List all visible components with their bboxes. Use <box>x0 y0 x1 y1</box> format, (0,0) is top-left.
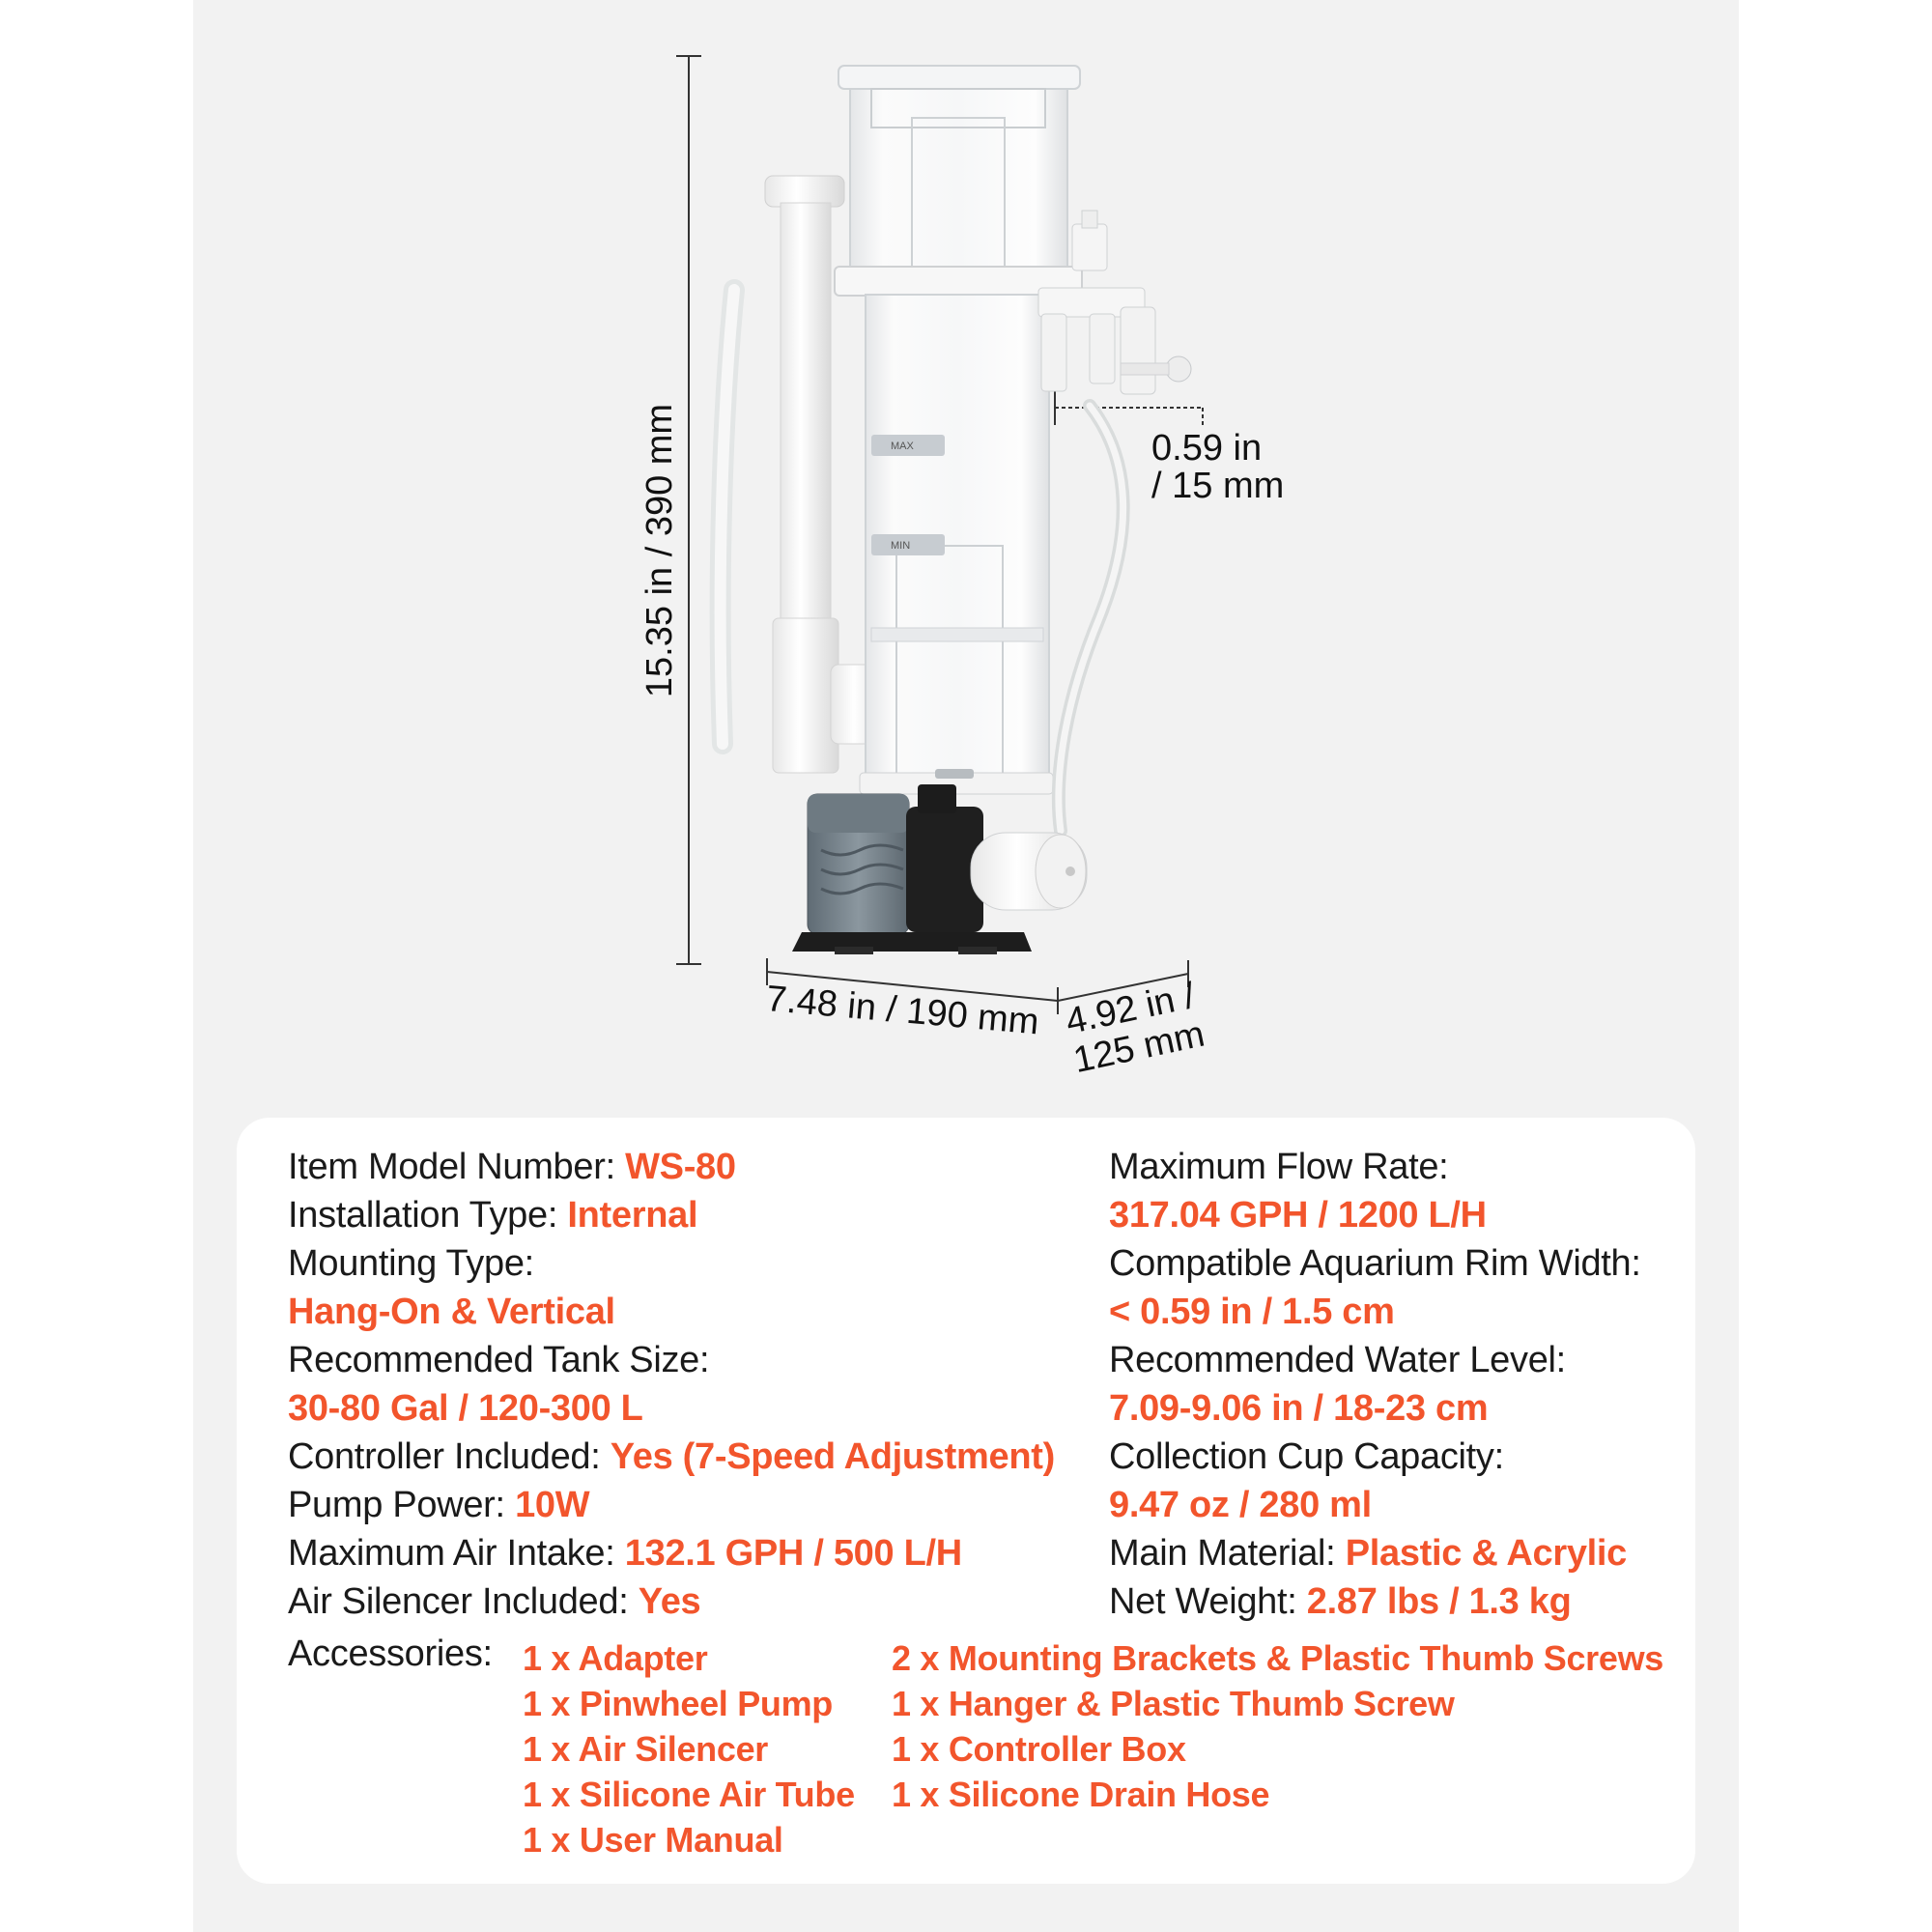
spec-value: WS-80 <box>625 1147 736 1187</box>
height-dimension-label: 15.35 in / 390 mm <box>639 403 680 698</box>
spec-flow-rate-value: 317.04 GPH / 1200 L/H <box>1109 1195 1487 1236</box>
spec-value: 10W <box>515 1485 590 1525</box>
spec-max-air-intake: Maximum Air Intake: 132.1 GPH / 500 L/H <box>288 1535 962 1572</box>
accessory-item: 1 x Air Silencer <box>523 1729 769 1769</box>
accessory-item: 1 x Pinwheel Pump <box>523 1684 833 1723</box>
spec-label: Net Weight: <box>1109 1581 1297 1622</box>
spec-controller-included: Controller Included: Yes (7-Speed Adjust… <box>288 1438 1055 1475</box>
spec-installation-type: Installation Type: Internal <box>288 1195 698 1236</box>
accessory-item: 1 x Controller Box <box>892 1729 1186 1769</box>
min-level-mark: MIN <box>871 534 945 555</box>
spec-label: Pump Power: <box>288 1485 505 1525</box>
spec-value: 132.1 GPH / 500 L/H <box>624 1533 962 1574</box>
accessory-item: 1 x Adapter <box>523 1638 708 1678</box>
spec-tank-size-label: Recommended Tank Size: <box>288 1340 710 1380</box>
accessory-item: 2 x Mounting Brackets & Plastic Thumb Sc… <box>892 1638 1664 1678</box>
width-dimension-line <box>766 958 1189 1014</box>
spec-value: Plastic & Acrylic <box>1345 1533 1628 1574</box>
spec-model-number: Item Model Number: WS-80 <box>288 1149 736 1185</box>
collection-cup <box>838 65 1081 279</box>
spec-value: Yes (7-Speed Adjustment) <box>610 1436 1055 1477</box>
spec-net-weight: Net Weight: 2.87 lbs / 1.3 kg <box>1109 1583 1572 1620</box>
rim-dimension-label-line1: 0.59 in <box>1151 428 1263 469</box>
silicone-air-tube <box>1051 399 1130 838</box>
spec-value: 2.87 lbs / 1.3 kg <box>1306 1581 1572 1622</box>
rim-dimension-label-line2: / 15 mm <box>1151 466 1285 506</box>
spec-label: Maximum Air Intake: <box>288 1533 615 1574</box>
spec-main-material: Main Material: Plastic & Acrylic <box>1109 1535 1627 1572</box>
spec-mounting-type-value: Hang-On & Vertical <box>288 1292 615 1332</box>
spec-cup-capacity-label: Collection Cup Capacity: <box>1109 1436 1504 1477</box>
accessory-item: 1 x Silicone Drain Hose <box>892 1775 1270 1814</box>
spec-water-level-value: 7.09-9.06 in / 18-23 cm <box>1109 1388 1489 1429</box>
spec-water-level-label: Recommended Water Level: <box>1109 1340 1566 1380</box>
drain-pipe <box>709 175 890 774</box>
accessories-label: Accessories: <box>288 1634 493 1674</box>
specifications-card <box>237 1118 1695 1884</box>
spec-tank-size-value: 30-80 Gal / 120-300 L <box>288 1388 643 1429</box>
height-dimension-line <box>676 55 701 965</box>
spec-cup-capacity-value: 9.47 oz / 280 ml <box>1109 1485 1372 1525</box>
spec-air-silencer-included: Air Silencer Included: Yes <box>288 1581 701 1622</box>
spec-rim-width-label: Compatible Aquarium Rim Width: <box>1109 1243 1641 1284</box>
spec-label: Air Silencer Included: <box>288 1581 629 1622</box>
spec-pump-power: Pump Power: 10W <box>288 1485 590 1525</box>
accessory-item: 1 x User Manual <box>523 1820 783 1860</box>
spec-value: Internal <box>567 1195 698 1236</box>
spec-flow-rate-label: Maximum Flow Rate: <box>1109 1147 1449 1187</box>
spec-label: Item Model Number: <box>288 1147 615 1187</box>
spec-rim-width-value: < 0.59 in / 1.5 cm <box>1109 1292 1395 1332</box>
spec-label: Main Material: <box>1109 1533 1336 1574</box>
spec-label: Installation Type: <box>288 1195 558 1236</box>
svg-text:MIN: MIN <box>891 540 910 552</box>
accessory-item: 1 x Silicone Air Tube <box>523 1775 855 1814</box>
accessory-item: 1 x Hanger & Plastic Thumb Screw <box>892 1684 1455 1723</box>
max-level-mark: MAX <box>871 435 945 456</box>
spec-value: Yes <box>638 1581 701 1622</box>
spec-label: Controller Included: <box>288 1436 601 1477</box>
spec-mounting-type-label: Mounting Type: <box>288 1243 534 1284</box>
pinwheel-pump <box>792 784 1088 954</box>
hanger-bracket <box>1037 210 1192 395</box>
svg-text:MAX: MAX <box>891 440 915 452</box>
rim-dimension-line <box>1054 391 1204 425</box>
